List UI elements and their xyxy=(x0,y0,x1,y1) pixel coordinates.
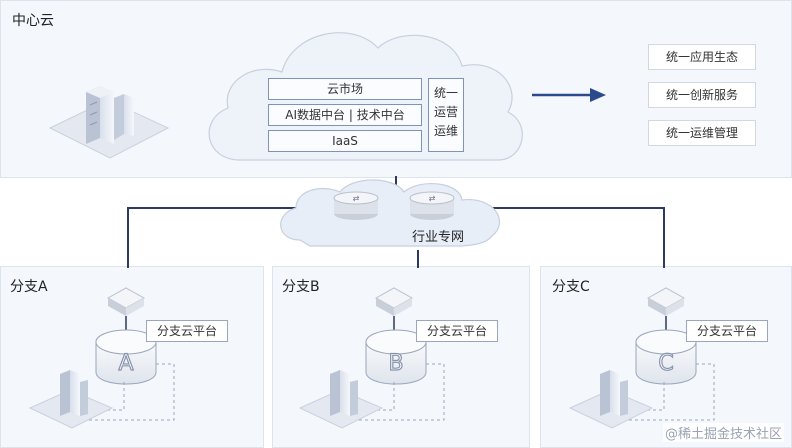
branch-b-letter: B xyxy=(388,351,403,376)
network-cloud-shape xyxy=(280,179,501,247)
branch-b-title: 分支B xyxy=(282,279,320,295)
branch-c-graphics xyxy=(568,287,715,429)
switch-icon xyxy=(106,287,146,316)
unified-ops-line-3: 运维 xyxy=(433,124,458,138)
unified-ops-line-1: 统一 xyxy=(433,86,458,100)
router-icon-1: ⇄ xyxy=(333,191,379,220)
cloud-platform-disc xyxy=(95,329,157,385)
unified-ops-line-2: 运营 xyxy=(433,105,458,119)
branch-a-title: 分支A xyxy=(10,279,48,295)
watermark: @稀土掘金技术社区 xyxy=(662,423,784,442)
stack-iaas: IaaS xyxy=(268,130,422,152)
service-ops-management: 统一运维管理 xyxy=(648,120,756,146)
center-cloud-title: 中心云 xyxy=(12,13,54,29)
service-innovation: 统一创新服务 xyxy=(648,82,756,108)
network-links xyxy=(127,176,665,268)
service-app-ecosystem: 统一应用生态 xyxy=(648,44,756,70)
svg-text:⇄: ⇄ xyxy=(429,194,436,203)
branch-a-building xyxy=(28,370,114,429)
arrow-to-services xyxy=(532,88,606,102)
stack-cloud-market: 云市场 xyxy=(268,78,422,100)
svg-text:⇄: ⇄ xyxy=(353,194,360,203)
branch-c-platform-label: 分支云平台 xyxy=(686,320,768,342)
datacenter-icon xyxy=(48,86,170,159)
branch-a-letter: A xyxy=(118,351,133,376)
industry-network-label: 行业专网 xyxy=(412,230,465,245)
stack-ai-data-platform: AI数据中台 | 技术中台 xyxy=(268,104,422,126)
branch-c-letter: C xyxy=(658,351,673,376)
branch-b-platform-label: 分支云平台 xyxy=(416,320,498,342)
router-icon-2: ⇄ xyxy=(409,191,455,220)
branch-a-graphics xyxy=(28,287,175,429)
branch-a-platform-label: 分支云平台 xyxy=(146,320,228,342)
branch-b-graphics xyxy=(298,287,445,429)
unified-ops-box: 统一 运营 运维 xyxy=(428,78,464,152)
branch-c-title: 分支C xyxy=(552,279,590,295)
